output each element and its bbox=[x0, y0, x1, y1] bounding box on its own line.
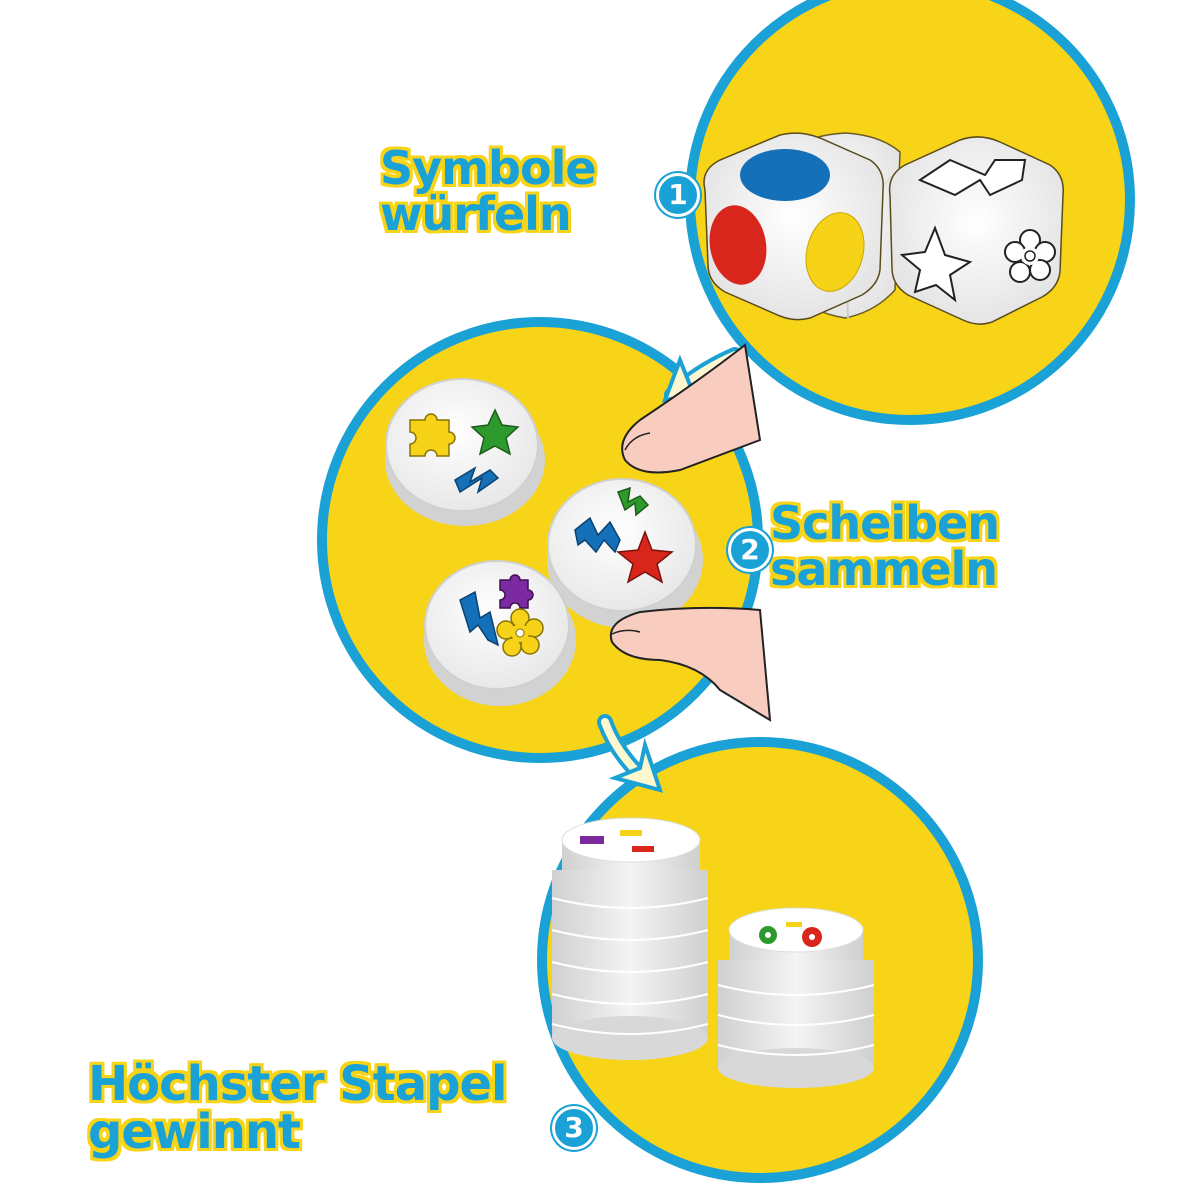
red-star-icon bbox=[616, 529, 674, 584]
green-lightning-icon bbox=[617, 486, 650, 517]
disc-3 bbox=[424, 560, 576, 706]
tall-stack bbox=[551, 817, 709, 1060]
short-stack bbox=[717, 907, 875, 1088]
blue-lightning-icon bbox=[574, 516, 621, 554]
purple-puzzle-icon bbox=[580, 836, 604, 844]
yellow-lightning-icon bbox=[786, 922, 802, 927]
step-1-label: Symbole würfeln bbox=[380, 141, 597, 241]
step-1-line-1: Symbole bbox=[380, 141, 597, 195]
color-die bbox=[703, 132, 884, 321]
finger-top-icon bbox=[621, 343, 762, 474]
finger-bottom-icon bbox=[609, 606, 772, 722]
step-1-line-2: würfeln bbox=[380, 187, 572, 241]
red-lightning-icon bbox=[632, 846, 654, 852]
disc-2 bbox=[547, 478, 703, 628]
step-3-line-1: Höchster Stapel bbox=[88, 1056, 507, 1112]
step-2-line-2: sammeln bbox=[770, 542, 998, 596]
step-1-number-badge: 1 bbox=[656, 173, 700, 217]
step-2-number-badge: 2 bbox=[728, 528, 772, 572]
step-2-line-1: Scheiben bbox=[770, 496, 1000, 550]
step-3-label: Höchster Stapel gewinnt bbox=[88, 1060, 507, 1156]
step-3-number-badge: 3 bbox=[552, 1106, 596, 1150]
purple-puzzle-icon bbox=[499, 574, 534, 609]
lightning-outline-icon bbox=[917, 158, 1027, 197]
symbol-die bbox=[888, 136, 1064, 325]
yellow-puzzle-icon bbox=[409, 413, 456, 457]
yellow-lightning-icon bbox=[620, 830, 642, 836]
step-2-label: Scheiben sammeln bbox=[770, 496, 1000, 596]
flower-outline-icon bbox=[1004, 229, 1056, 283]
green-star-icon bbox=[470, 408, 520, 456]
arrow-to-step-3-icon bbox=[597, 714, 664, 793]
disc-1 bbox=[385, 378, 545, 526]
star-outline-icon bbox=[899, 225, 973, 303]
step-3-line-2: gewinnt bbox=[88, 1104, 301, 1160]
blue-lightning-icon bbox=[459, 590, 500, 647]
yellow-flower-icon bbox=[496, 608, 544, 657]
blue-lightning-icon bbox=[454, 466, 500, 494]
